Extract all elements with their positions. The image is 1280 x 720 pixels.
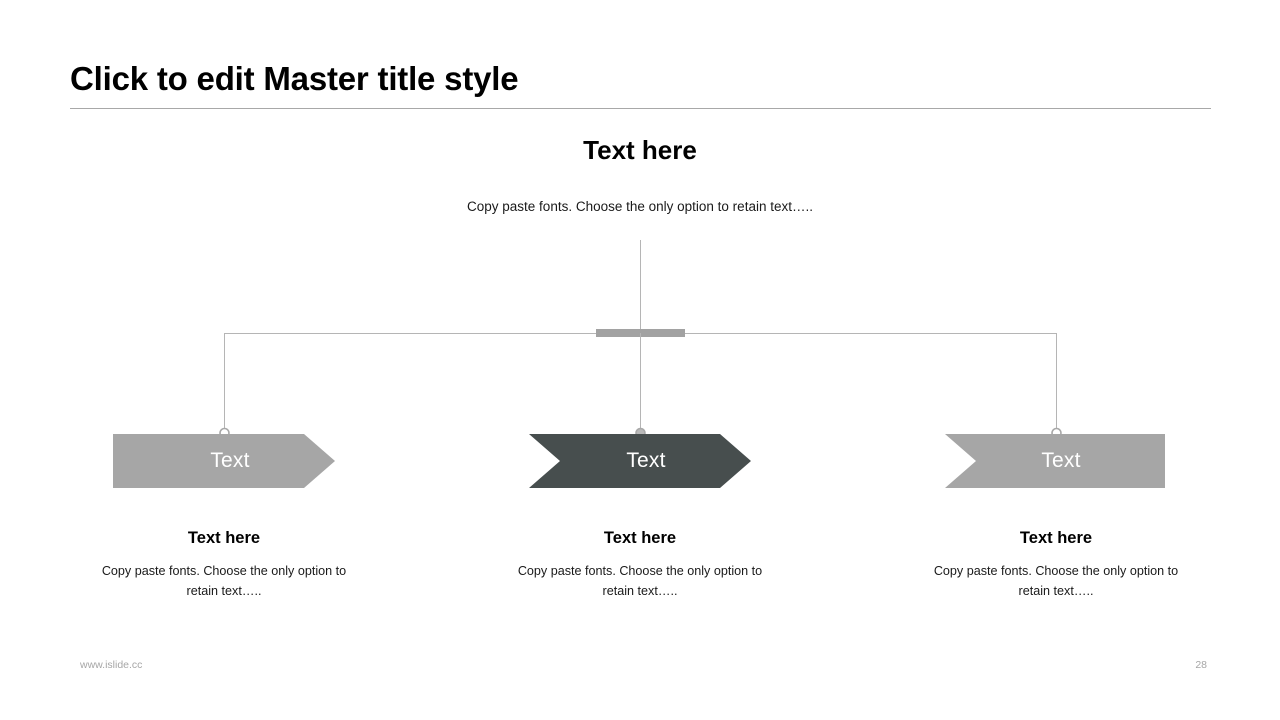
intro-subtitle: Copy paste fonts. Choose the only option… (467, 199, 813, 214)
chevron-step-3[interactable]: Text (945, 434, 1165, 488)
footer-url[interactable]: www.islide.cc (80, 659, 143, 671)
chevron-step-1[interactable]: Text (113, 434, 335, 488)
center-bar (596, 329, 685, 337)
column-3-body: Copy paste fonts. Choose the only option… (933, 564, 1179, 598)
column-1: Text here Copy paste fonts. Choose the o… (94, 529, 354, 601)
chevron-step-1-label: Text (210, 449, 250, 472)
chevron-step-2[interactable]: Text (529, 434, 751, 488)
column-2-title: Text here (603, 529, 677, 547)
footer-page-number: 28 (1195, 659, 1207, 671)
chevron-step-3-label: Text (1041, 449, 1081, 472)
intro-heading: Text here (583, 135, 697, 165)
column-2: Text here Copy paste fonts. Choose the o… (510, 529, 770, 601)
column-3: Text here Copy paste fonts. Choose the o… (926, 529, 1186, 601)
chevron-row: Text Text Text (0, 434, 1280, 488)
column-2-body: Copy paste fonts. Choose the only option… (517, 564, 763, 598)
chevron-step-2-label: Text (626, 449, 666, 472)
page-title: Click to edit Master title style (70, 60, 519, 97)
column-1-body: Copy paste fonts. Choose the only option… (101, 564, 347, 598)
column-3-title: Text here (1019, 529, 1093, 547)
title-placeholder[interactable]: Click to edit Master title style (70, 58, 1210, 100)
title-divider (70, 108, 1211, 109)
column-1-title: Text here (187, 529, 261, 547)
